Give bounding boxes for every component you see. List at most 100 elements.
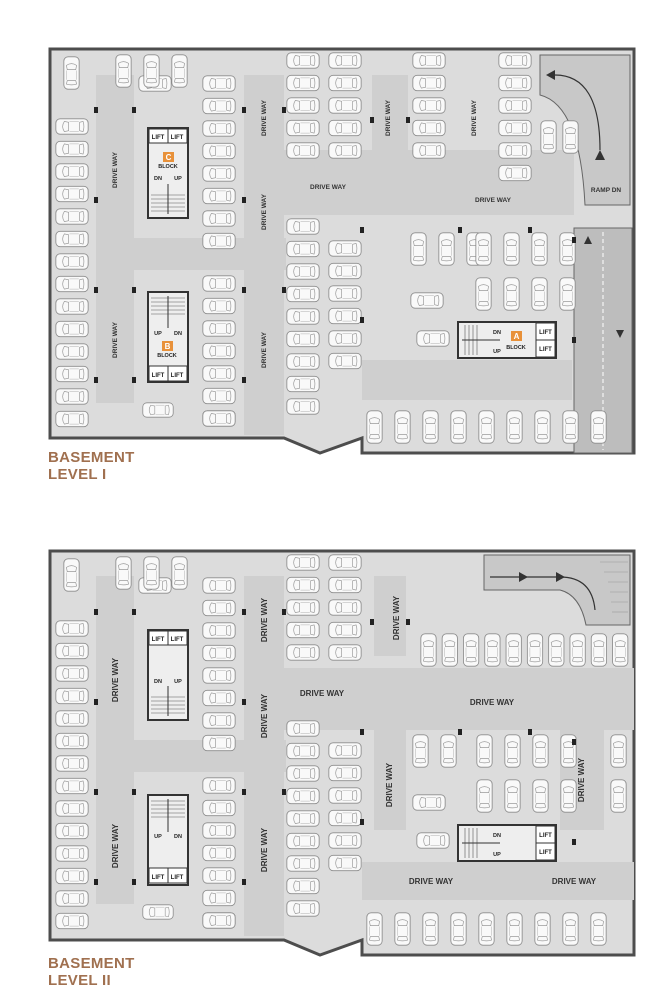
driveway-label: DRIVE WAY	[577, 757, 586, 802]
parked-car	[394, 912, 411, 946]
parked-car	[55, 298, 89, 315]
column-pillar	[132, 287, 136, 293]
stair-dn-label: DN	[174, 834, 182, 840]
column-pillar	[94, 287, 98, 293]
parked-car	[420, 633, 437, 667]
column-pillar	[528, 729, 532, 735]
driveway-label: DRIVE WAY	[310, 184, 347, 191]
parked-car	[416, 330, 450, 347]
driveway-label: DRIVE WAY	[261, 99, 268, 136]
stair-dn-label: DN	[493, 330, 501, 336]
driveway-label: DRIVE WAY	[409, 877, 454, 886]
block-core-top: LIFT LIFT DN UP	[147, 629, 189, 721]
parked-car	[142, 904, 174, 920]
parked-car	[202, 275, 236, 292]
parked-car	[115, 556, 132, 590]
parked-car	[610, 779, 627, 813]
column-pillar	[282, 789, 286, 795]
parked-car	[202, 712, 236, 729]
parked-car	[286, 97, 320, 114]
parked-car	[328, 742, 362, 759]
parked-car	[202, 867, 236, 884]
parked-car	[531, 232, 548, 266]
parked-car	[328, 97, 362, 114]
driveway-label: DRIVE WAY	[260, 693, 269, 738]
parked-car	[476, 734, 493, 768]
column-pillar	[406, 117, 410, 123]
parked-car	[202, 777, 236, 794]
column-pillar	[360, 729, 364, 735]
parked-car	[286, 787, 320, 805]
level-1-title-line2: LEVEL I	[48, 466, 107, 483]
parked-car	[366, 410, 383, 444]
parked-car	[328, 644, 362, 661]
parked-car	[202, 187, 236, 205]
parked-car	[55, 912, 89, 930]
parked-car	[55, 620, 89, 637]
stair-up-label: UP	[154, 834, 162, 840]
stair-up-label: UP	[493, 349, 501, 355]
stair-dn-label: DN	[154, 679, 162, 685]
parked-car	[416, 832, 450, 849]
parked-car	[286, 644, 320, 661]
parked-car	[328, 554, 362, 571]
column-pillar	[132, 879, 136, 885]
parked-car	[143, 54, 160, 88]
parked-car	[286, 263, 320, 280]
parked-car	[328, 576, 362, 594]
lane-arrow-down-icon	[616, 330, 624, 338]
parked-car	[498, 97, 532, 114]
lift-label: LIFT	[539, 833, 552, 839]
parked-car	[286, 353, 320, 370]
block-core-bottom: UP DN LIFT LIFT	[147, 794, 189, 886]
parked-car	[286, 576, 320, 594]
parked-car	[590, 410, 607, 444]
driveway-label: DRIVE WAY	[112, 151, 119, 188]
parked-car	[55, 845, 89, 862]
column-pillar	[370, 619, 374, 625]
parked-car	[478, 410, 495, 444]
parked-car	[548, 633, 565, 667]
parked-car	[55, 275, 89, 293]
stair-up-label: UP	[493, 852, 501, 858]
parked-car	[286, 554, 320, 571]
column-pillar	[370, 117, 374, 123]
lift-label: LIFT	[171, 875, 184, 881]
parked-car	[534, 410, 551, 444]
ramp-curve	[483, 554, 631, 626]
parked-car	[328, 119, 362, 137]
parked-car	[450, 410, 467, 444]
parked-car	[202, 297, 236, 315]
parked-car	[202, 689, 236, 707]
parked-car	[55, 185, 89, 203]
parked-car	[505, 633, 522, 667]
parked-car	[55, 410, 89, 428]
block-badge	[163, 152, 174, 162]
driveway-label: DRIVE WAY	[475, 197, 512, 204]
parked-car	[394, 410, 411, 444]
parked-car	[410, 232, 427, 266]
column-pillar	[282, 287, 286, 293]
parked-car	[286, 599, 320, 616]
parked-car	[55, 800, 89, 817]
block-badge	[162, 341, 173, 351]
lift-label: LIFT	[171, 373, 184, 379]
parked-car	[328, 262, 362, 280]
parked-car	[286, 742, 320, 760]
parked-car	[55, 732, 89, 750]
stair-dn-label: DN	[154, 176, 162, 182]
lift-label: LIFT	[152, 875, 165, 881]
parked-car	[202, 232, 236, 250]
ramp-arrow-icon	[519, 572, 528, 582]
lift-label: LIFT	[539, 850, 552, 856]
column-pillar	[94, 699, 98, 705]
parked-car	[286, 218, 320, 235]
parked-car	[202, 342, 236, 360]
column-pillar	[242, 699, 246, 705]
parked-car	[569, 633, 586, 667]
stair-up-label: UP	[154, 331, 162, 337]
parked-car	[286, 52, 320, 69]
parked-car	[610, 734, 627, 768]
parked-car	[202, 844, 236, 862]
block-label: BLOCK	[157, 353, 177, 359]
